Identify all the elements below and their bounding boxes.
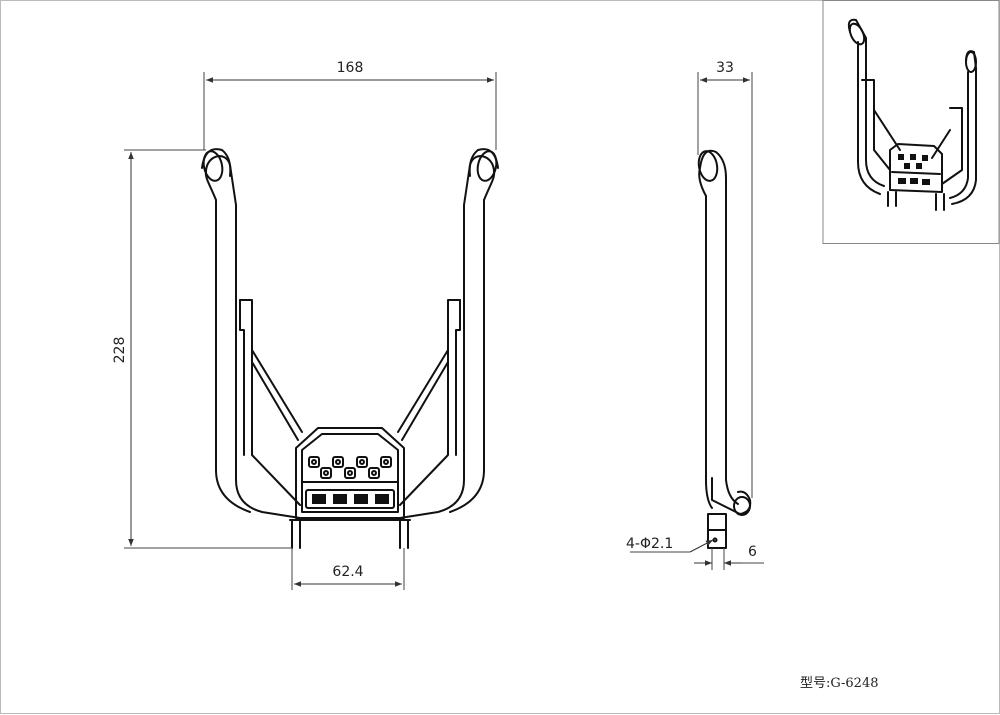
lamp (320, 467, 332, 479)
dimension-width-top-label: 168 (337, 60, 364, 76)
dimension-hole-spec-label: 4-Φ2.1 (626, 536, 673, 552)
lamp-row-upper (308, 456, 392, 479)
dimension-height-left: 228 (112, 149, 292, 549)
isometric-inset (822, 0, 1000, 244)
dimension-side-thickness-label: 6 (748, 544, 757, 560)
dimension-base-width-label: 62.4 (332, 564, 363, 580)
dimension-side-thickness: 6 (694, 544, 764, 570)
lamp (375, 494, 389, 504)
dimension-base-width: 62.4 (291, 548, 405, 590)
lamp (380, 456, 392, 468)
lamp (344, 467, 356, 479)
lamp (332, 456, 344, 468)
base-feet (289, 519, 411, 549)
dimension-side-depth: 33 (697, 60, 753, 498)
dimension-hole-spec: 4-Φ2.1 (626, 536, 714, 553)
left-exhaust-pipe (201, 148, 301, 519)
front-view (201, 148, 499, 549)
lamp (312, 494, 326, 504)
lamp (356, 456, 368, 468)
right-frame-upright (397, 299, 461, 506)
model-label: 型号:G-6248 (800, 676, 878, 691)
dimension-width-top: 168 (203, 60, 497, 150)
right-exhaust-pipe (399, 148, 499, 519)
lamp (308, 456, 320, 468)
dimension-height-left-label: 228 (112, 337, 128, 364)
lamp (368, 467, 380, 479)
left-frame-upright (239, 299, 303, 506)
lamp-row-lower (305, 489, 395, 509)
light-bar-housing (295, 427, 405, 519)
dimension-side-depth-label: 33 (716, 60, 734, 76)
lamp (354, 494, 368, 504)
side-view (697, 149, 752, 549)
lamp (333, 494, 347, 504)
